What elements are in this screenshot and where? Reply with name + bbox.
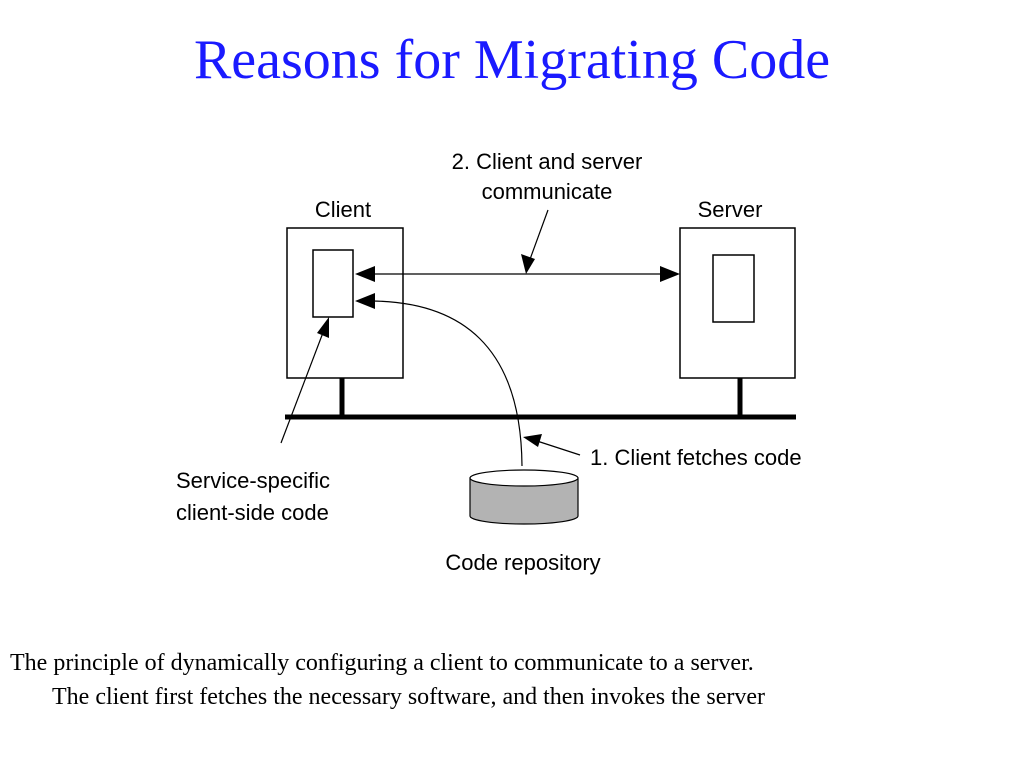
fetch-pointer-head <box>523 434 542 447</box>
label-code-line1: Service-specific <box>176 468 330 493</box>
communication-arrowhead-right <box>660 266 680 282</box>
slide-title: Reasons for Migrating Code <box>193 29 831 91</box>
communicate-pointer <box>528 209 549 263</box>
fetch-code-curve <box>371 300 523 467</box>
label-communicate-line1: 2. Client and server <box>452 149 643 174</box>
communicate-pointer-head <box>521 254 535 274</box>
label-client: Client <box>315 197 371 222</box>
fetch-code-arrowhead <box>355 293 375 309</box>
label-code-line2: client-side code <box>176 500 329 525</box>
label-fetch: 1. Client fetches code <box>590 445 802 470</box>
label-server: Server <box>698 197 763 222</box>
communication-arrowhead-left <box>355 266 375 282</box>
label-repository: Code repository <box>445 550 600 575</box>
client-code-pointer <box>280 329 325 444</box>
caption-line-1: The principle of dynamically configuring… <box>10 650 754 676</box>
server-code-module <box>712 254 755 323</box>
client-code-module <box>312 249 354 318</box>
caption-line-2: The client first fetches the necessary s… <box>52 684 766 710</box>
label-communicate-line2: communicate <box>482 179 613 204</box>
code-repository-cylinder <box>469 469 579 525</box>
client-code-pointer-head <box>317 317 329 338</box>
fetch-pointer <box>536 440 581 456</box>
